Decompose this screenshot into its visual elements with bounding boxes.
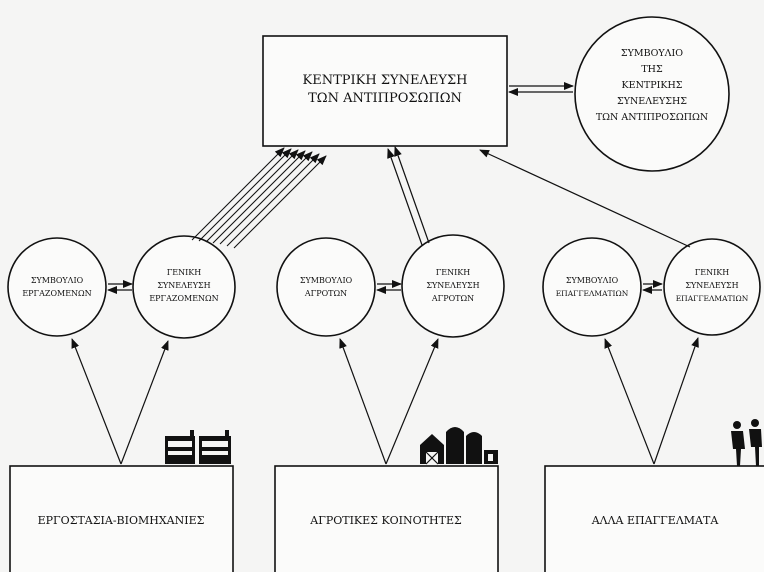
professionals-assembly-label-line3: ΕΠΑΓΓΕΛΜΑΤΙΩΝ — [676, 294, 749, 303]
workers-council-label-line2: ΕΡΓΑΖΟΜΕΝΩΝ — [22, 289, 91, 298]
workers-to-central-arrows — [191, 147, 327, 249]
professions-box — [544, 465, 764, 572]
farmers-assembly-label-line1: ΓΕΝΙΚΗ — [436, 268, 471, 277]
farmers-council-label-line2: ΑΓΡΟΤΩΝ — [304, 289, 347, 298]
central-assembly-label-line2: ΤΩΝ ΑΝΤΙΠΡΟΣΩΠΩΝ — [308, 91, 462, 106]
farmers-double-arrow — [376, 280, 402, 294]
professionals-council-circle — [542, 237, 642, 337]
agrarian-box — [274, 465, 499, 572]
professionals-assembly-label-line1: ΓΕΝΙΚΗ — [695, 268, 730, 277]
central-council-label-line2: ΤΗΣ — [641, 64, 663, 75]
professions-label: ΑΛΛΑ ΕΠΑΓΓΕΛΜΑΤΑ — [591, 514, 720, 527]
professions-to-professionals-arrows — [604, 337, 699, 465]
factories-box — [9, 465, 234, 572]
farmers-council-circle — [276, 237, 376, 337]
factories-to-workers-arrows — [71, 338, 169, 465]
central-double-arrow — [508, 82, 574, 96]
workers-assembly-label-line1: ΓΕΝΙΚΗ — [167, 268, 202, 277]
workers-council-label-line1: ΣΥΜΒΟΥΛΙΟ — [31, 276, 84, 285]
professionals-assembly-label-line2: ΣΥΝΕΛΕΥΣΗ — [685, 281, 738, 290]
central-council-circle — [574, 16, 730, 172]
farmers-assembly-label-line3: ΑΓΡΟΤΩΝ — [431, 294, 474, 303]
professionals-council-label-line1: ΣΥΜΒΟΥΛΙΟ — [566, 276, 619, 285]
central-council-label-line1: ΣΥΜΒΟΥΛΙΟ — [621, 48, 683, 59]
factory-icon — [165, 430, 231, 464]
central-council-label-line5: ΤΩΝ ΑΝΤΙΠΡΟΣΩΠΩΝ — [596, 112, 708, 123]
professionals-assembly-circle — [663, 238, 761, 336]
central-assembly-box — [262, 35, 508, 147]
professionals-to-central-arrow — [479, 149, 691, 248]
professionals-double-arrow — [642, 280, 663, 294]
professionals-council-label-line2: ΕΠΑΓΓΕΛΜΑΤΙΩΝ — [556, 289, 629, 298]
workers-double-arrow — [107, 280, 133, 294]
central-council-label-line3: ΚΕΝΤΡΙΚΗΣ — [622, 80, 683, 91]
farmers-assembly-label-line2: ΣΥΝΕΛΕΥΣΗ — [426, 281, 479, 290]
central-council-label-line4: ΣΥΝΕΛΕΥΣΗΣ — [617, 96, 687, 107]
farm-barn-icon — [420, 427, 498, 465]
farmers-assembly-circle — [401, 234, 505, 338]
agrarian-to-farmers-arrows — [339, 338, 439, 465]
agrarian-label: ΑΓΡΟΤΙΚΕΣ ΚΟΙΝΟΤΗΤΕΣ — [309, 514, 462, 527]
farmers-council-label-line1: ΣΥΜΒΟΥΛΙΟ — [300, 276, 353, 285]
workers-assembly-label-line3: ΕΡΓΑΖΟΜΕΝΩΝ — [149, 294, 218, 303]
workers-assembly-label-line2: ΣΥΝΕΛΕΥΣΗ — [157, 281, 210, 290]
workers-assembly-circle — [132, 235, 236, 339]
central-assembly-label-line1: ΚΕΝΤΡΙΚΗ ΣΥΝΕΛΕΥΣΗ — [303, 73, 468, 88]
workers-council-circle — [7, 237, 107, 337]
farmers-to-central-arrows — [387, 146, 430, 246]
factories-label: ΕΡΓΟΣΤΑΣΙΑ-ΒΙΟΜΗΧΑΝΙΕΣ — [38, 514, 205, 527]
people-icon — [731, 419, 762, 466]
